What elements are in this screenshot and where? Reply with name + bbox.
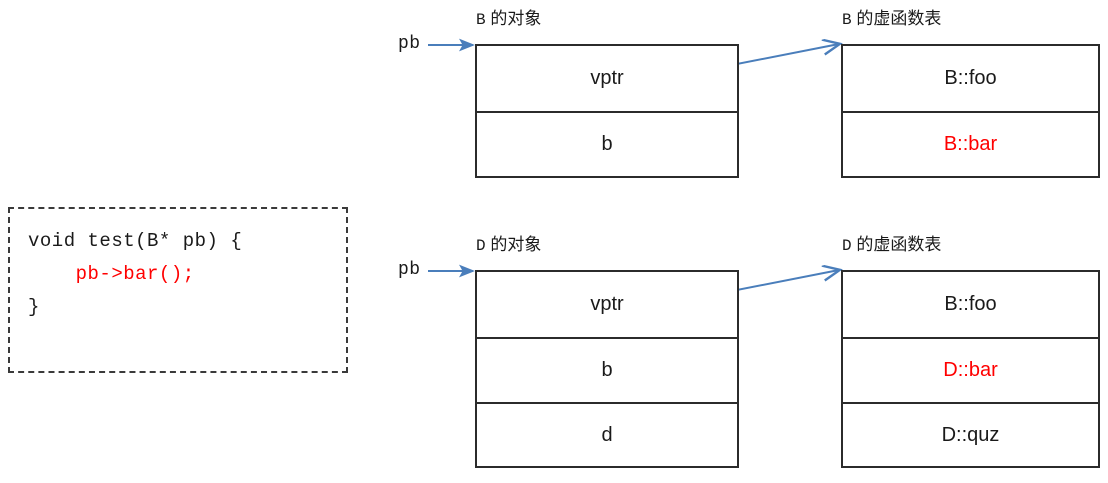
caption-d-object-cn: 的对象 xyxy=(485,235,542,254)
d-vtable-row-quz: D::quz xyxy=(843,402,1098,467)
caption-b-object: B 的对象 xyxy=(476,4,541,29)
code-line-2: pb->bar(); xyxy=(28,263,195,285)
caption-b-vtable: B 的虚函数表 xyxy=(842,4,941,29)
pb-pointer-label-top: pb xyxy=(398,34,421,54)
d-vtable-row-foo: B::foo xyxy=(944,293,997,315)
b-object-row-b: b xyxy=(477,111,737,176)
code-snippet-text: void test(B* pb) { pb->bar(); } xyxy=(28,225,242,324)
b-vtable-row-foo: B::foo xyxy=(944,67,997,89)
d-object-row-d: d xyxy=(477,402,737,467)
code-line-3: } xyxy=(28,296,40,318)
caption-b-vtable-latin: B xyxy=(842,11,852,29)
caption-b-object-latin: B xyxy=(476,11,486,29)
pb-pointer-label-bottom: pb xyxy=(398,260,421,280)
b-object-box: vptr b xyxy=(475,44,739,178)
caption-d-vtable: D 的虚函数表 xyxy=(842,230,941,255)
code-snippet-box: void test(B* pb) { pb->bar(); } xyxy=(8,207,348,373)
d-object-row-b: b xyxy=(477,337,737,402)
d-object-row-vptr: vptr xyxy=(590,293,624,315)
caption-b-vtable-cn: 的虚函数表 xyxy=(851,9,942,28)
b-object-row-vptr: vptr xyxy=(590,67,624,89)
d-object-box: vptr b d xyxy=(475,270,739,468)
code-line-1: void test(B* pb) { xyxy=(28,230,243,252)
d-vtable-row-bar: D::bar xyxy=(843,337,1098,402)
caption-d-object: D 的对象 xyxy=(476,230,541,255)
caption-d-object-latin: D xyxy=(476,237,486,255)
caption-b-object-cn: 的对象 xyxy=(485,9,542,28)
d-vtable-box: B::foo D::bar D::quz xyxy=(841,270,1100,468)
b-vtable-box: B::foo B::bar xyxy=(841,44,1100,178)
b-vtable-row-bar: B::bar xyxy=(843,111,1098,176)
caption-d-vtable-cn: 的虚函数表 xyxy=(851,235,942,254)
caption-d-vtable-latin: D xyxy=(842,237,852,255)
